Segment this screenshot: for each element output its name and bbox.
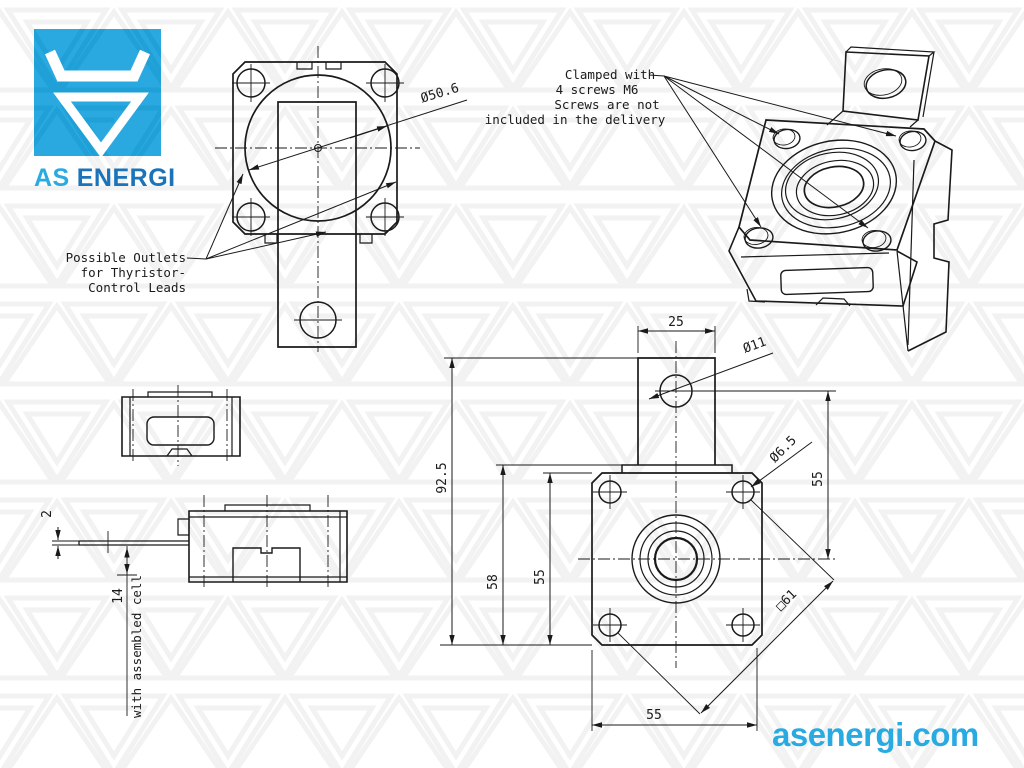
clamp-side-top-tab [224, 504, 311, 511]
dim-hole-spacing-bottom-label: 55 [646, 708, 662, 723]
iso-corner-holes [743, 128, 927, 252]
isometric-view [728, 46, 953, 352]
iso-bottom-slab [728, 226, 918, 307]
dim-lead-offset-label: 14 [111, 588, 126, 604]
clamp-side-u-notch [232, 547, 301, 582]
clamp-top-outline [121, 396, 241, 457]
front-corner-holes [232, 64, 404, 236]
clamp-top-slot [146, 416, 215, 446]
clamp-side-lead [78, 531, 189, 553]
front-bottom-notches [264, 234, 373, 244]
brand-name-as: AS [34, 164, 70, 192]
dim-lead-offset: 14 with assembled cell [111, 546, 144, 718]
cell-note-label: with assembled cell [129, 575, 144, 718]
dim-hole-offset-right-label: 55 [811, 471, 826, 487]
clamp-side-centerlines [203, 495, 329, 590]
website-link[interactable]: asenergi.com [772, 716, 979, 753]
dim-hole-offset-left: 55 [533, 472, 592, 645]
dim-view-tab [637, 357, 716, 465]
clamp-top-view [121, 385, 241, 466]
front-top-notches [296, 62, 342, 70]
clamped-line3: Screws are not [554, 97, 659, 112]
annotation-clamped: Clamped with 4 screws M6 Screws are not … [485, 67, 897, 229]
clamped-line1: Clamped with [565, 67, 655, 82]
clamped-line4: included in the delivery [485, 112, 666, 127]
clamp-top-lip [147, 391, 213, 397]
clamp-top-notch [166, 448, 193, 457]
possible-outlets-line2: for Thyristor- [81, 265, 186, 280]
veles-glyph-icon [45, 49, 150, 158]
possible-outlets-line3: Control Leads [88, 280, 186, 295]
dim-lead-thickness: 2 [40, 510, 79, 559]
dim-tab-width-label: 25 [668, 315, 684, 330]
annotation-possible-outlets: Possible Outlets for Thyristor- Control … [66, 173, 397, 295]
possible-outlets-line1: Possible Outlets [66, 250, 186, 265]
dim-view-flange [621, 464, 733, 473]
clamp-top-centerlines [132, 385, 228, 466]
dim-view-corner-holes [593, 475, 760, 642]
dim-hole-spacing-bottom: 55 [591, 648, 758, 731]
dim-body-height-label: 58 [486, 574, 501, 590]
front-terminal-tab [277, 101, 357, 348]
clamp-side-outline [188, 510, 348, 583]
dim-lead-thickness-label: 2 [40, 510, 55, 518]
dim-body-height: 58 [486, 464, 622, 645]
iso-center-rings [770, 139, 898, 235]
clamped-line2: 4 screws M6 [556, 82, 639, 97]
brand-name-energi: ENERGI [77, 164, 176, 192]
clamp-side-view: 2 14 with assembled cell [40, 495, 348, 718]
clamped-leaders [648, 74, 897, 229]
iso-terminal-tab [826, 46, 936, 128]
dim-hole-offset-right: 55 [700, 390, 836, 559]
clamp-side-left-boss [177, 518, 189, 536]
dim-hole-offset-left-label: 55 [533, 569, 548, 585]
iso-side-bracket [896, 140, 953, 352]
dim-overall-height: 92.5 [435, 357, 638, 646]
dim-tab-width: 25 [637, 315, 716, 353]
dim-overall-height-label: 92.5 [435, 462, 450, 493]
possible-outlets-leaders [186, 173, 397, 260]
